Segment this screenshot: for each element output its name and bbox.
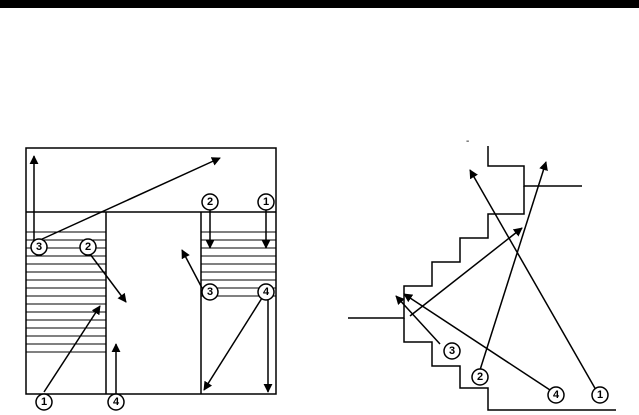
plan-marker-2-left-flight: 2 (79, 238, 97, 256)
svg-text:1: 1 (263, 196, 269, 208)
section-markers: 3 2 4 1 (443, 342, 609, 404)
plan-marker-4-right-flight: 4 (257, 283, 275, 301)
plan-arrow-4-diagonal (203, 297, 263, 391)
section-marker-3: 3 (443, 342, 461, 360)
plan-markers: 1 2 3 4 2 1 3 4 (30, 193, 275, 411)
svg-text:2: 2 (207, 196, 213, 208)
section-arrows (395, 161, 597, 391)
plan-view (25, 147, 277, 395)
plan-marker-3-right-flight: 3 (201, 283, 219, 301)
plan-arrow-3-up (181, 249, 203, 289)
section-marker-4: 4 (547, 386, 565, 404)
section-arrow-4 (403, 293, 551, 391)
plan-arrow-1-up (43, 305, 101, 393)
plan-marker-1-bottom-left: 1 (35, 393, 53, 411)
plan-marker-1-right-top: 1 (257, 193, 275, 211)
svg-text:4: 4 (113, 396, 120, 408)
section-arrow-1 (469, 169, 597, 391)
svg-text:4: 4 (553, 389, 560, 401)
section-marker-2: 2 (471, 368, 489, 386)
section-arrow-landing (409, 227, 523, 317)
plan-marker-4-bottom: 4 (107, 393, 125, 411)
svg-text:3: 3 (36, 241, 42, 253)
plan-arrow-2-down (89, 253, 127, 303)
header-rule (0, 0, 639, 8)
section-arrow-3 (395, 295, 441, 345)
section-arrow-2 (479, 161, 548, 371)
section-tick-label: - (466, 136, 469, 147)
section-stair-profile (348, 186, 525, 319)
plan-outline (25, 147, 277, 395)
svg-text:1: 1 (597, 389, 603, 401)
svg-text:4: 4 (263, 286, 270, 298)
plan-marker-3-left-flight: 3 (30, 238, 48, 256)
section-upper-wall (487, 146, 582, 187)
plan-marker-2-right-top: 2 (201, 193, 219, 211)
section-marker-1: 1 (591, 386, 609, 404)
plan-arrows (29, 155, 273, 394)
svg-text:2: 2 (85, 241, 91, 253)
svg-text:3: 3 (449, 345, 455, 357)
section-lower-profile (403, 318, 616, 411)
svg-text:2: 2 (477, 371, 483, 383)
plan-arrow-landing-diagonal (39, 157, 221, 241)
svg-text:3: 3 (207, 286, 213, 298)
svg-text:1: 1 (41, 396, 47, 408)
